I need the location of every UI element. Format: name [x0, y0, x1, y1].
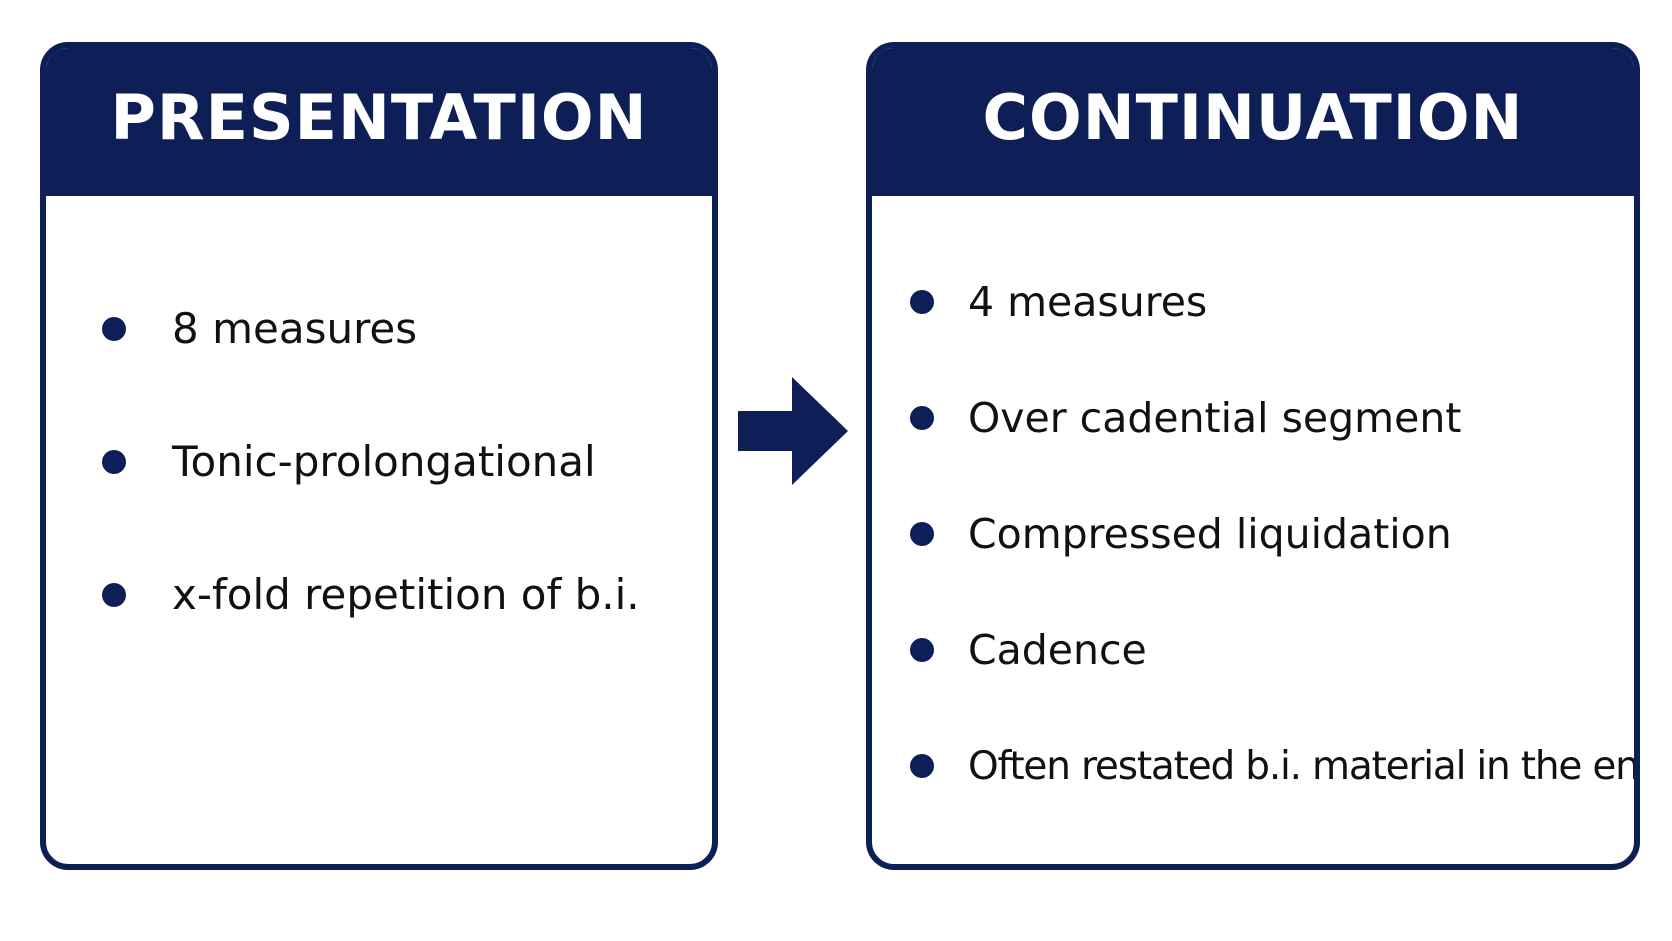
continuation-bullet-text: 4 measures — [968, 278, 1208, 326]
bullet-icon — [102, 316, 126, 341]
bullet-icon — [102, 582, 126, 607]
bullet-icon — [102, 449, 126, 474]
bullet-icon — [910, 522, 934, 546]
presentation-card: PRESENTATION 8 measures Tonic-prolongati… — [40, 42, 718, 870]
presentation-header: PRESENTATION — [46, 48, 712, 196]
continuation-bullet-item: Compressed liquidation — [910, 476, 1634, 592]
right-arrow-icon — [738, 377, 848, 485]
bullet-icon — [910, 290, 934, 314]
continuation-header: CONTINUATION — [872, 48, 1634, 196]
bullet-icon — [910, 406, 934, 430]
arrow-shape — [738, 377, 848, 485]
presentation-bullet-item: 8 measures — [102, 262, 712, 395]
continuation-bullet-text: Often restated b.i. material in the end — [968, 743, 1640, 789]
continuation-bullet-text: Over cadential segment — [968, 394, 1462, 442]
continuation-card: CONTINUATION 4 measures Over cadential s… — [866, 42, 1640, 870]
presentation-bullet-text: Tonic-prolongational — [172, 437, 596, 486]
continuation-bullet-text: Compressed liquidation — [968, 510, 1452, 558]
continuation-bullet-item: Over cadential segment — [910, 360, 1634, 476]
bullet-icon — [910, 638, 934, 662]
bullet-icon — [910, 754, 934, 778]
presentation-bullet-item: x-fold repetition of b.i. — [102, 528, 712, 661]
presentation-bullet-text: x-fold repetition of b.i. — [172, 570, 640, 619]
presentation-bullet-text: 8 measures — [172, 304, 418, 353]
presentation-bullet-item: Tonic-prolongational — [102, 395, 712, 528]
continuation-bullet-item: Often restated b.i. material in the end — [910, 708, 1634, 824]
continuation-bullet-item: Cadence — [910, 592, 1634, 708]
continuation-title: CONTINUATION — [982, 80, 1524, 154]
presentation-bullet-list: 8 measures Tonic-prolongational x-fold r… — [46, 196, 712, 661]
continuation-bullet-text: Cadence — [968, 626, 1147, 674]
presentation-title: PRESENTATION — [110, 80, 648, 154]
continuation-bullet-item: 4 measures — [910, 244, 1634, 360]
continuation-bullet-list: 4 measures Over cadential segment Compre… — [872, 196, 1634, 824]
